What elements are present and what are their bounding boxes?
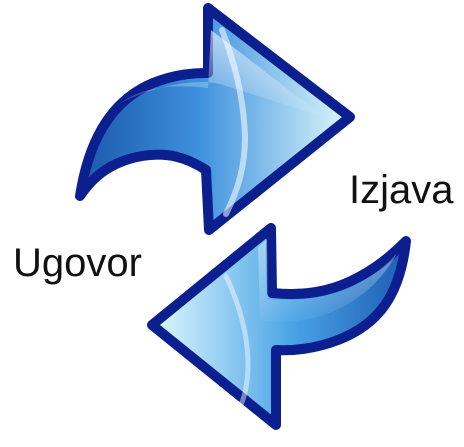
ugovor-label: Ugovor: [13, 241, 142, 285]
curved-arrow-right-icon: [75, 3, 355, 235]
izjava-label: Izjava: [349, 168, 454, 212]
curved-arrow-left-icon: [147, 223, 411, 430]
